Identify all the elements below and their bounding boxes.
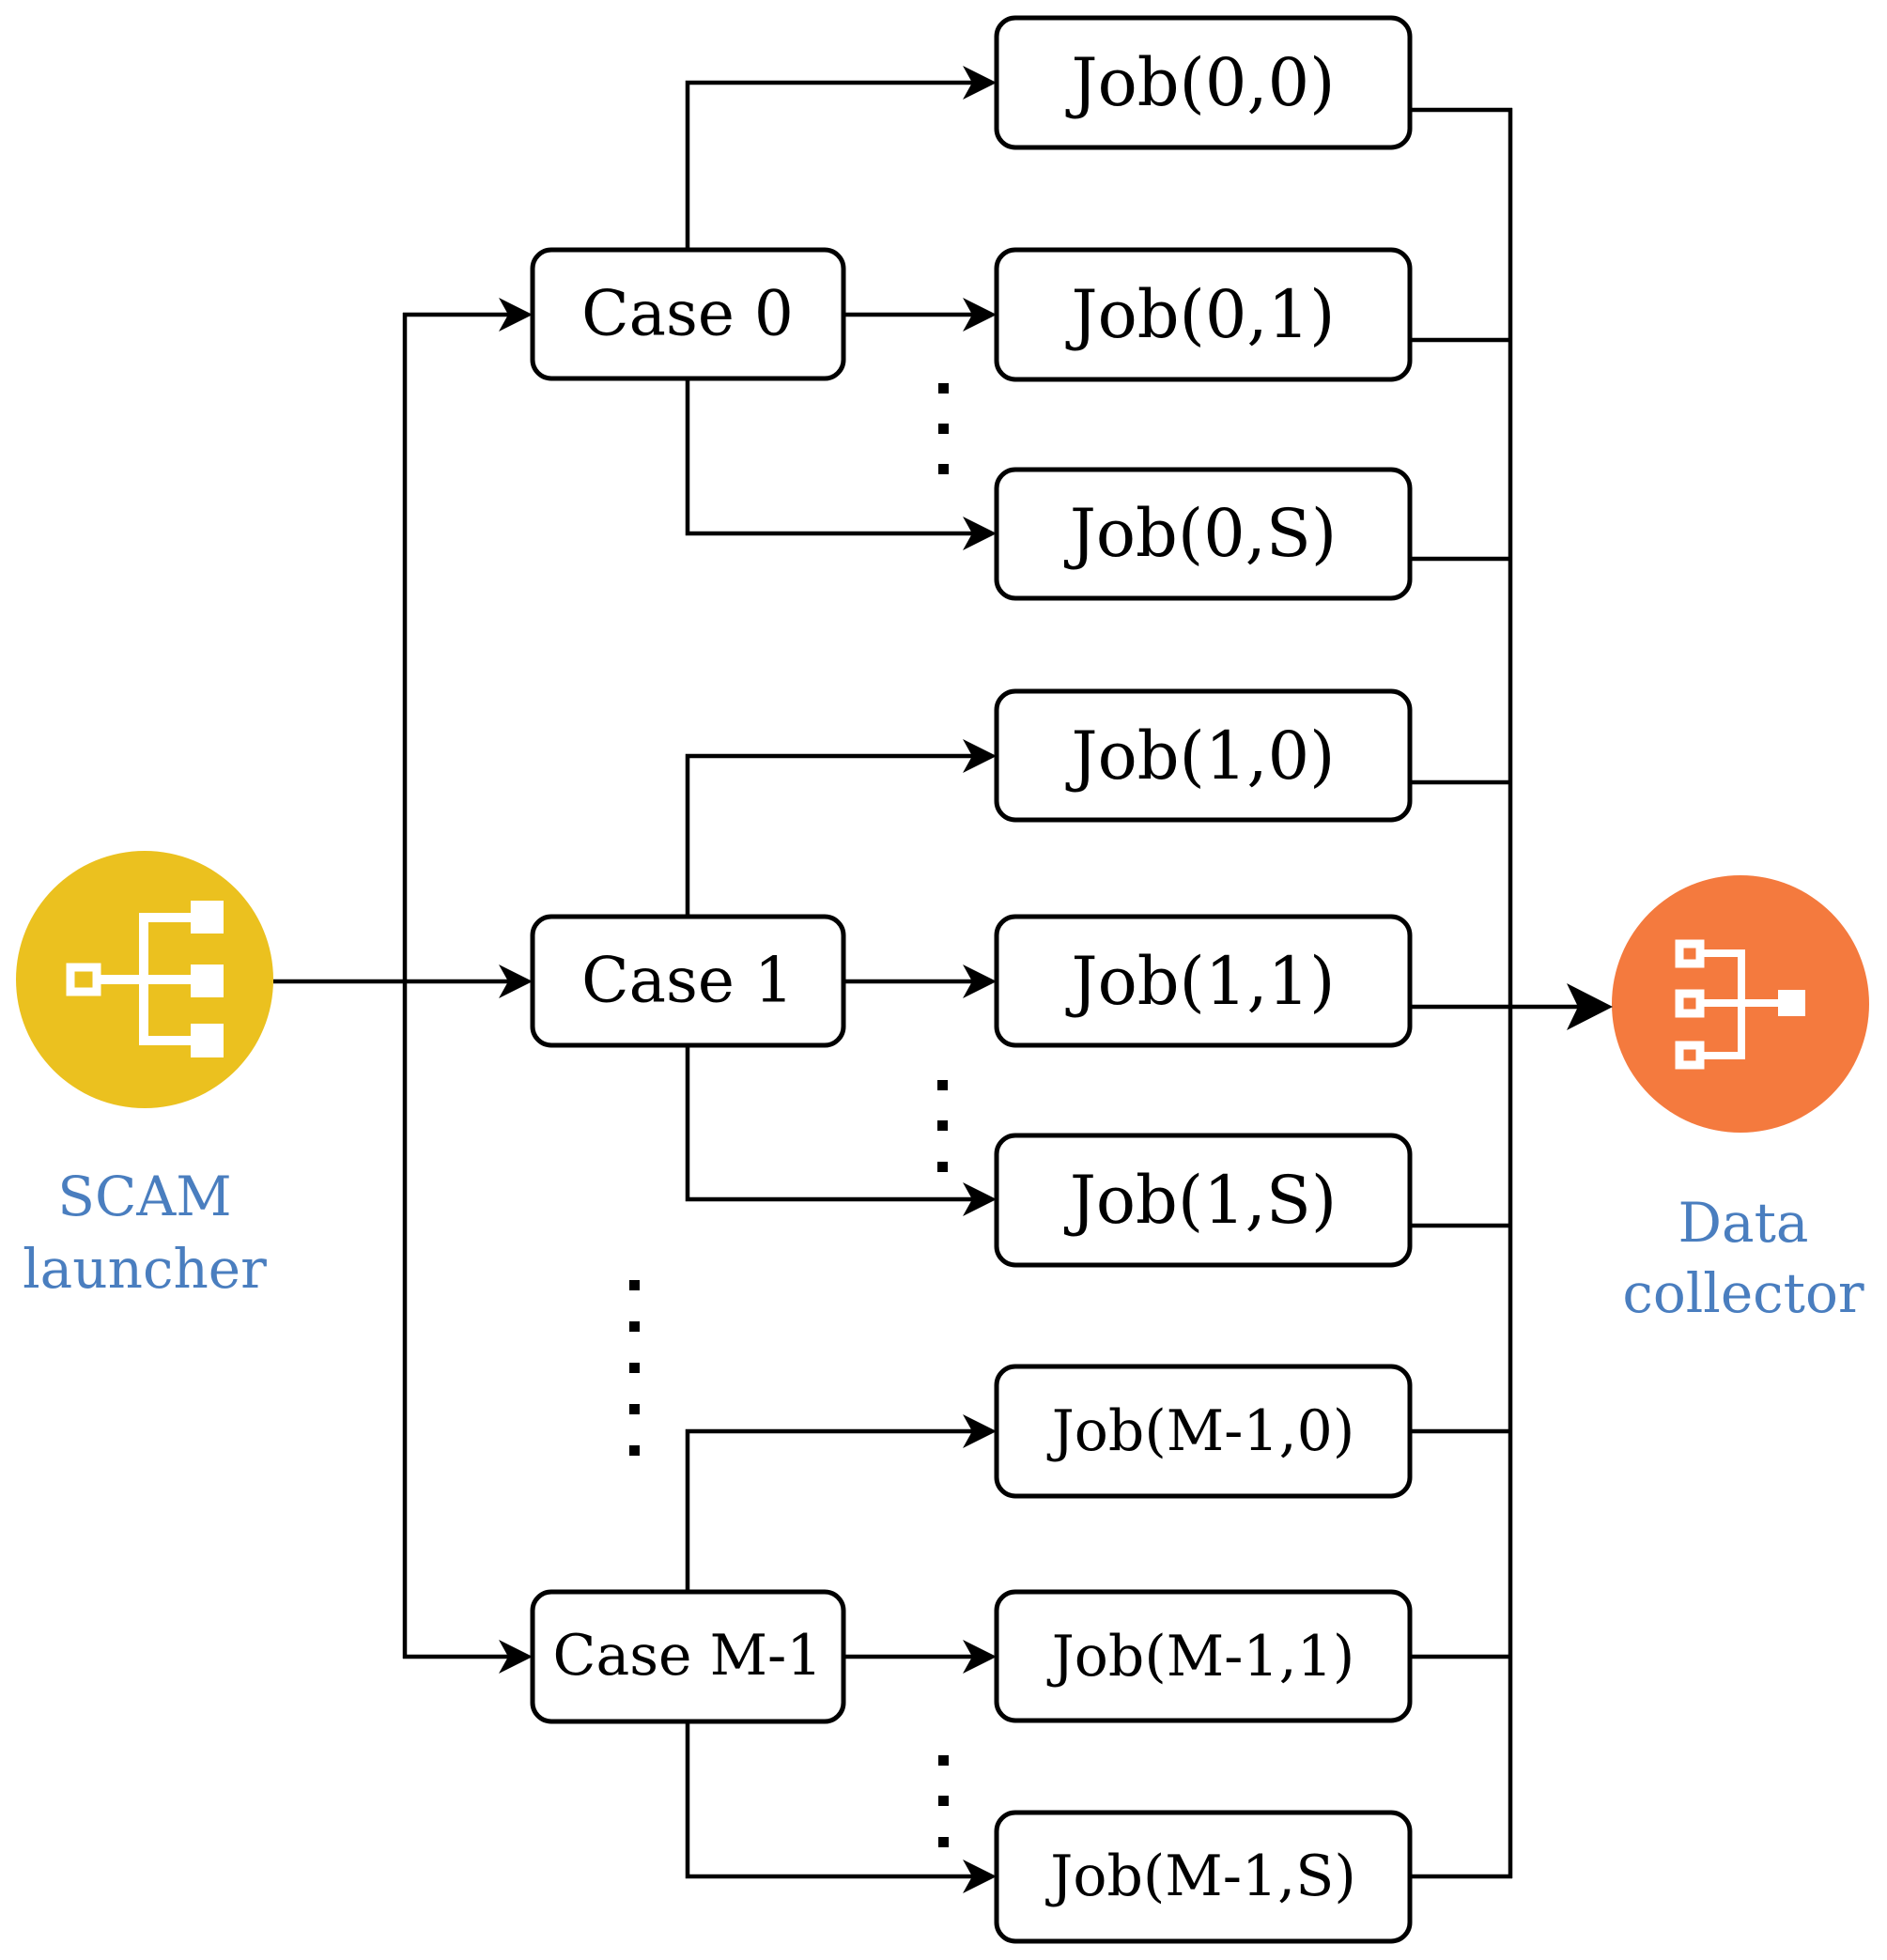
collector-label-line1: Data — [1678, 1191, 1809, 1255]
case-label: Case M-1 — [553, 1623, 823, 1689]
job-box — [994, 688, 1413, 823]
arrowhead — [499, 298, 533, 332]
vertical-ellipsis-between-cases — [629, 1280, 640, 1456]
vertical-ellipsis-case0-jobs — [938, 383, 949, 474]
job-box — [994, 247, 1413, 382]
case-box — [530, 247, 846, 381]
arrowhead — [1567, 983, 1613, 1030]
job-box — [994, 15, 1413, 150]
launcher-label-line1: SCAM — [57, 1165, 231, 1228]
job-label: Job(0,S) — [1064, 495, 1337, 572]
job-label: Job(0,0) — [1066, 44, 1336, 121]
job-node[interactable]: Job(0,1) — [994, 247, 1413, 382]
arrowhead — [963, 298, 997, 332]
case-label: Case 0 — [581, 278, 794, 350]
scam-launcher-node[interactable]: SCAM launcher — [16, 851, 273, 1301]
job-node[interactable]: Job(0,S) — [994, 467, 1413, 601]
arrowhead — [963, 517, 997, 550]
arrowhead — [963, 1182, 997, 1216]
data-collector-node[interactable]: Data collector — [1612, 875, 1869, 1325]
job-node[interactable]: Job(1,1) — [994, 914, 1413, 1048]
job-label: Job(0,1) — [1066, 276, 1336, 353]
hierarchy-merge-icon — [1675, 939, 1805, 1070]
launcher-label-line2: launcher — [23, 1237, 267, 1301]
vertical-ellipsis-case1-jobs — [937, 1080, 948, 1172]
arrowhead — [963, 66, 997, 100]
case-box — [530, 914, 846, 1048]
job-box — [994, 467, 1413, 601]
job-node[interactable]: Job(M-1,S) — [994, 1810, 1413, 1944]
case1-to-job10-edge — [685, 753, 982, 917]
job-box — [994, 1589, 1413, 1723]
job-node[interactable]: Job(M-1,0) — [994, 1364, 1413, 1499]
job-node[interactable]: Job(1,S) — [994, 1133, 1413, 1268]
case0-to-job0S-edge — [685, 378, 982, 536]
job-node[interactable]: Job(0,0) — [994, 15, 1413, 150]
job-label: Job(M-1,S) — [1044, 1844, 1355, 1909]
job-label: Job(1,1) — [1066, 943, 1336, 1020]
case0-to-job00-edge — [685, 80, 982, 250]
case-node[interactable]: Case 1 — [530, 914, 846, 1048]
job-box — [994, 1133, 1413, 1268]
arrowhead — [963, 1860, 997, 1893]
hierarchy-split-icon — [66, 901, 224, 1057]
job-node[interactable]: Job(1,0) — [994, 688, 1413, 823]
arrowhead — [963, 1414, 997, 1448]
case1-to-job1S-edge — [685, 1045, 982, 1202]
case-node[interactable]: Case 0 — [530, 247, 846, 381]
case-node[interactable]: Case M-1 — [530, 1589, 846, 1724]
case-box — [530, 1589, 846, 1724]
vertical-ellipsis-caseM1-jobs — [938, 1755, 949, 1847]
caseM1-to-jobM10-edge — [685, 1428, 982, 1592]
case-label: Case 1 — [581, 945, 794, 1017]
connectors — [273, 66, 1613, 1893]
arrowhead — [963, 739, 997, 773]
job-node[interactable]: Job(M-1,1) — [994, 1589, 1413, 1723]
job-label: Job(M-1,0) — [1046, 1398, 1355, 1464]
arrowhead — [963, 1640, 997, 1674]
arrowhead — [963, 965, 997, 998]
caseM1-to-jobM1S-edge — [685, 1721, 982, 1879]
job-box — [994, 914, 1413, 1048]
arrowhead — [499, 965, 533, 998]
job-label: Job(M-1,1) — [1046, 1624, 1355, 1690]
job-box — [994, 1364, 1413, 1499]
job-label: Job(1,0) — [1066, 718, 1336, 795]
job-label: Job(1,S) — [1064, 1162, 1337, 1239]
arrowhead — [499, 1640, 533, 1674]
job-box — [994, 1810, 1413, 1944]
collector-label-line2: collector — [1622, 1261, 1864, 1325]
